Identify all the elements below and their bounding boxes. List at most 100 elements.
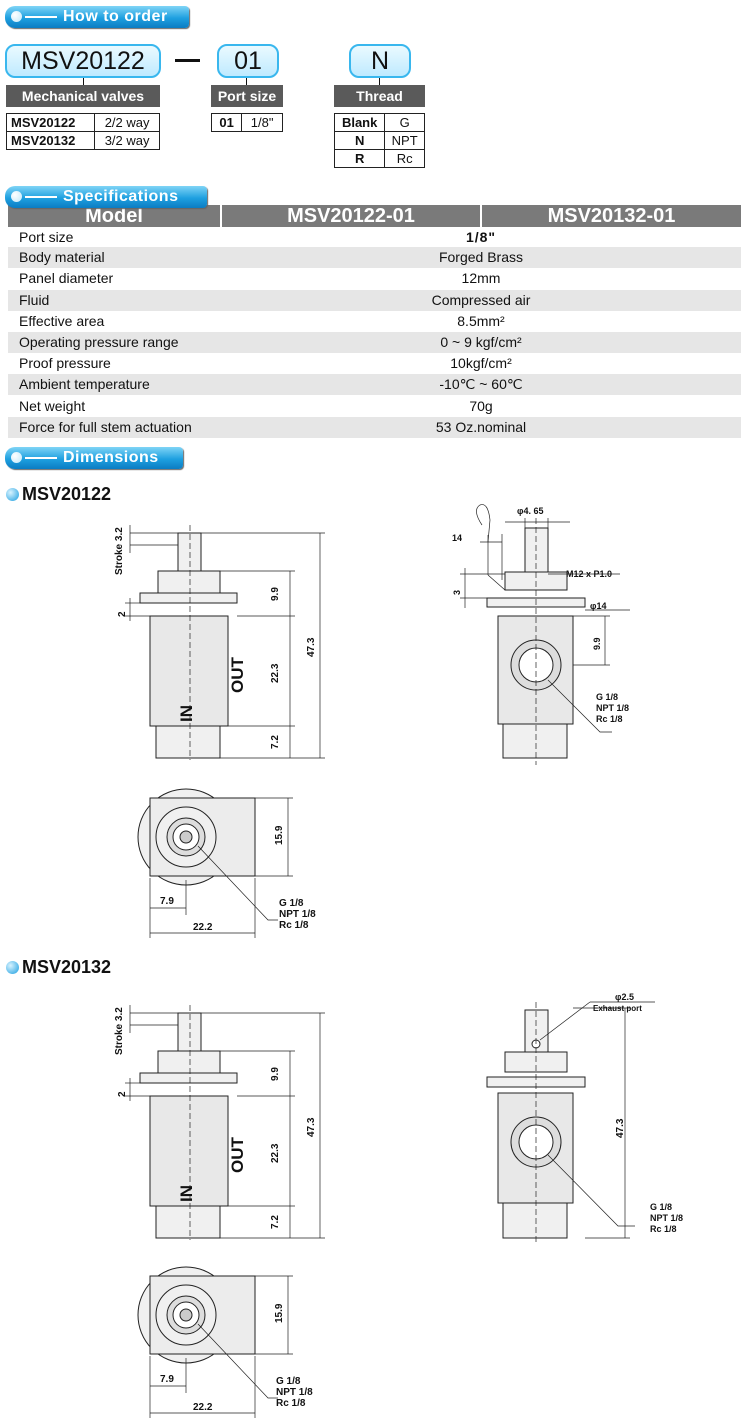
nut-shape <box>157 570 221 594</box>
svg-text:NPT 1/8: NPT 1/8 <box>650 1213 683 1223</box>
code-separator <box>175 59 200 62</box>
svg-text:7.9: 7.9 <box>160 896 174 907</box>
svg-text:7.9: 7.9 <box>160 1374 174 1385</box>
svg-text:14: 14 <box>452 533 462 543</box>
front-view-drawing-a: Stroke 3.2 2 9.9 22.3 47.3 7.2 OUT IN <box>114 525 325 760</box>
bullet-icon <box>6 961 19 974</box>
front-view-drawing-b: Stroke 3.2 2 9.9 22.3 47.3 7.2 OUT IN <box>114 1005 325 1240</box>
svg-text:15.9: 15.9 <box>274 1303 285 1323</box>
svg-text:NPT 1/8: NPT 1/8 <box>279 909 316 920</box>
port-fitting-shape <box>155 725 221 759</box>
bullet-icon <box>6 488 19 501</box>
svg-text:Rc 1/8: Rc 1/8 <box>276 1398 306 1409</box>
svg-text:Rc 1/8: Rc 1/8 <box>596 714 623 724</box>
port-fitting-shape <box>502 723 568 759</box>
svg-text:15.9: 15.9 <box>274 825 285 845</box>
bottom-view-drawing-b: 15.9 7.9 22.2 G 1/8 NPT 1/8 Rc 1/8 <box>137 1266 313 1418</box>
svg-text:G 1/8: G 1/8 <box>596 692 618 702</box>
flange-shape <box>139 592 238 604</box>
body-shape <box>149 615 229 727</box>
svg-text:2: 2 <box>117 1091 128 1097</box>
flange-shape <box>139 1072 238 1084</box>
svg-text:M12 x P1.0: M12 x P1.0 <box>566 569 612 579</box>
svg-text:NPT 1/8: NPT 1/8 <box>276 1387 313 1398</box>
model-code-box: MSV20122 <box>5 44 161 78</box>
svg-text:NPT 1/8: NPT 1/8 <box>596 703 629 713</box>
thread-code-box: N <box>349 44 411 78</box>
svg-text:9.9: 9.9 <box>592 637 602 650</box>
svg-text:9.9: 9.9 <box>270 587 281 601</box>
section-banner-specs: Specifications <box>5 186 207 208</box>
spec-row: Ambient temperature-10℃ ~ 60℃ <box>8 374 741 395</box>
thread-header: Thread <box>334 85 425 107</box>
model-title-a: MSV20122 <box>6 484 111 505</box>
port-size-header: Port size <box>211 85 283 107</box>
svg-text:Rc 1/8: Rc 1/8 <box>650 1224 677 1234</box>
body-shape <box>149 1095 229 1207</box>
spec-header-model: Model <box>8 205 220 227</box>
stem-shape <box>177 532 202 572</box>
svg-text:G 1/8: G 1/8 <box>279 898 304 909</box>
stem-shape <box>177 1012 202 1052</box>
port-code-box: 01 <box>217 44 279 78</box>
svg-text:3: 3 <box>452 590 462 595</box>
svg-text:Stroke 3.2: Stroke 3.2 <box>114 1007 125 1055</box>
svg-text:Rc 1/8: Rc 1/8 <box>279 920 309 931</box>
stem-shape <box>524 527 549 573</box>
svg-text:22.2: 22.2 <box>193 1402 213 1413</box>
section-banner-dims: Dimensions <box>5 447 183 469</box>
svg-text:22.2: 22.2 <box>193 922 213 933</box>
svg-text:7.2: 7.2 <box>270 735 281 749</box>
section-banner-order: How to order <box>5 6 189 28</box>
svg-text:9.9: 9.9 <box>270 1067 281 1081</box>
side-view-drawing-b: φ2.5 Exhaust port 47.3 G 1/8 NPT 1/8 Rc … <box>486 992 683 1245</box>
svg-text:φ14: φ14 <box>590 601 606 611</box>
svg-text:G 1/8: G 1/8 <box>276 1376 301 1387</box>
bottom-view-drawing-a: 15.9 7.9 22.2 G 1/8 NPT 1/8 Rc 1/8 <box>137 788 316 938</box>
svg-text:OUT: OUT <box>228 1137 247 1174</box>
port-fitting-shape <box>502 1202 568 1239</box>
bullet-icon <box>11 452 22 463</box>
side-view-drawing-a: φ4. 65 14 M12 x P1.0 3 φ14 9.9 G 1/8 NPT… <box>452 504 630 765</box>
section-title: Dimensions <box>63 449 159 466</box>
svg-text:OUT: OUT <box>228 657 247 694</box>
section-title: Specifications <box>63 188 179 205</box>
svg-text:2: 2 <box>117 611 128 617</box>
port-fitting-shape <box>155 1205 221 1239</box>
model-title-b: MSV20132 <box>6 957 111 978</box>
bullet-icon <box>11 191 22 202</box>
svg-text:22.3: 22.3 <box>270 663 281 683</box>
svg-text:7.2: 7.2 <box>270 1215 281 1229</box>
spec-header-b: MSV20132-01 <box>482 205 741 227</box>
svg-text:Exhaust port: Exhaust port <box>593 1004 642 1013</box>
spec-header-a: MSV20122-01 <box>222 205 480 227</box>
svg-text:Stroke 3.2: Stroke 3.2 <box>114 527 125 575</box>
svg-text:φ2.5: φ2.5 <box>615 992 634 1002</box>
svg-text:47.3: 47.3 <box>306 637 317 657</box>
svg-text:47.3: 47.3 <box>306 1117 317 1137</box>
nut-shape <box>157 1050 221 1074</box>
section-title: How to order <box>63 8 168 25</box>
svg-text:φ4. 65: φ4. 65 <box>517 506 543 516</box>
bullet-icon <box>11 11 22 22</box>
svg-text:47.3: 47.3 <box>615 1118 626 1138</box>
svg-text:IN: IN <box>177 1185 196 1202</box>
